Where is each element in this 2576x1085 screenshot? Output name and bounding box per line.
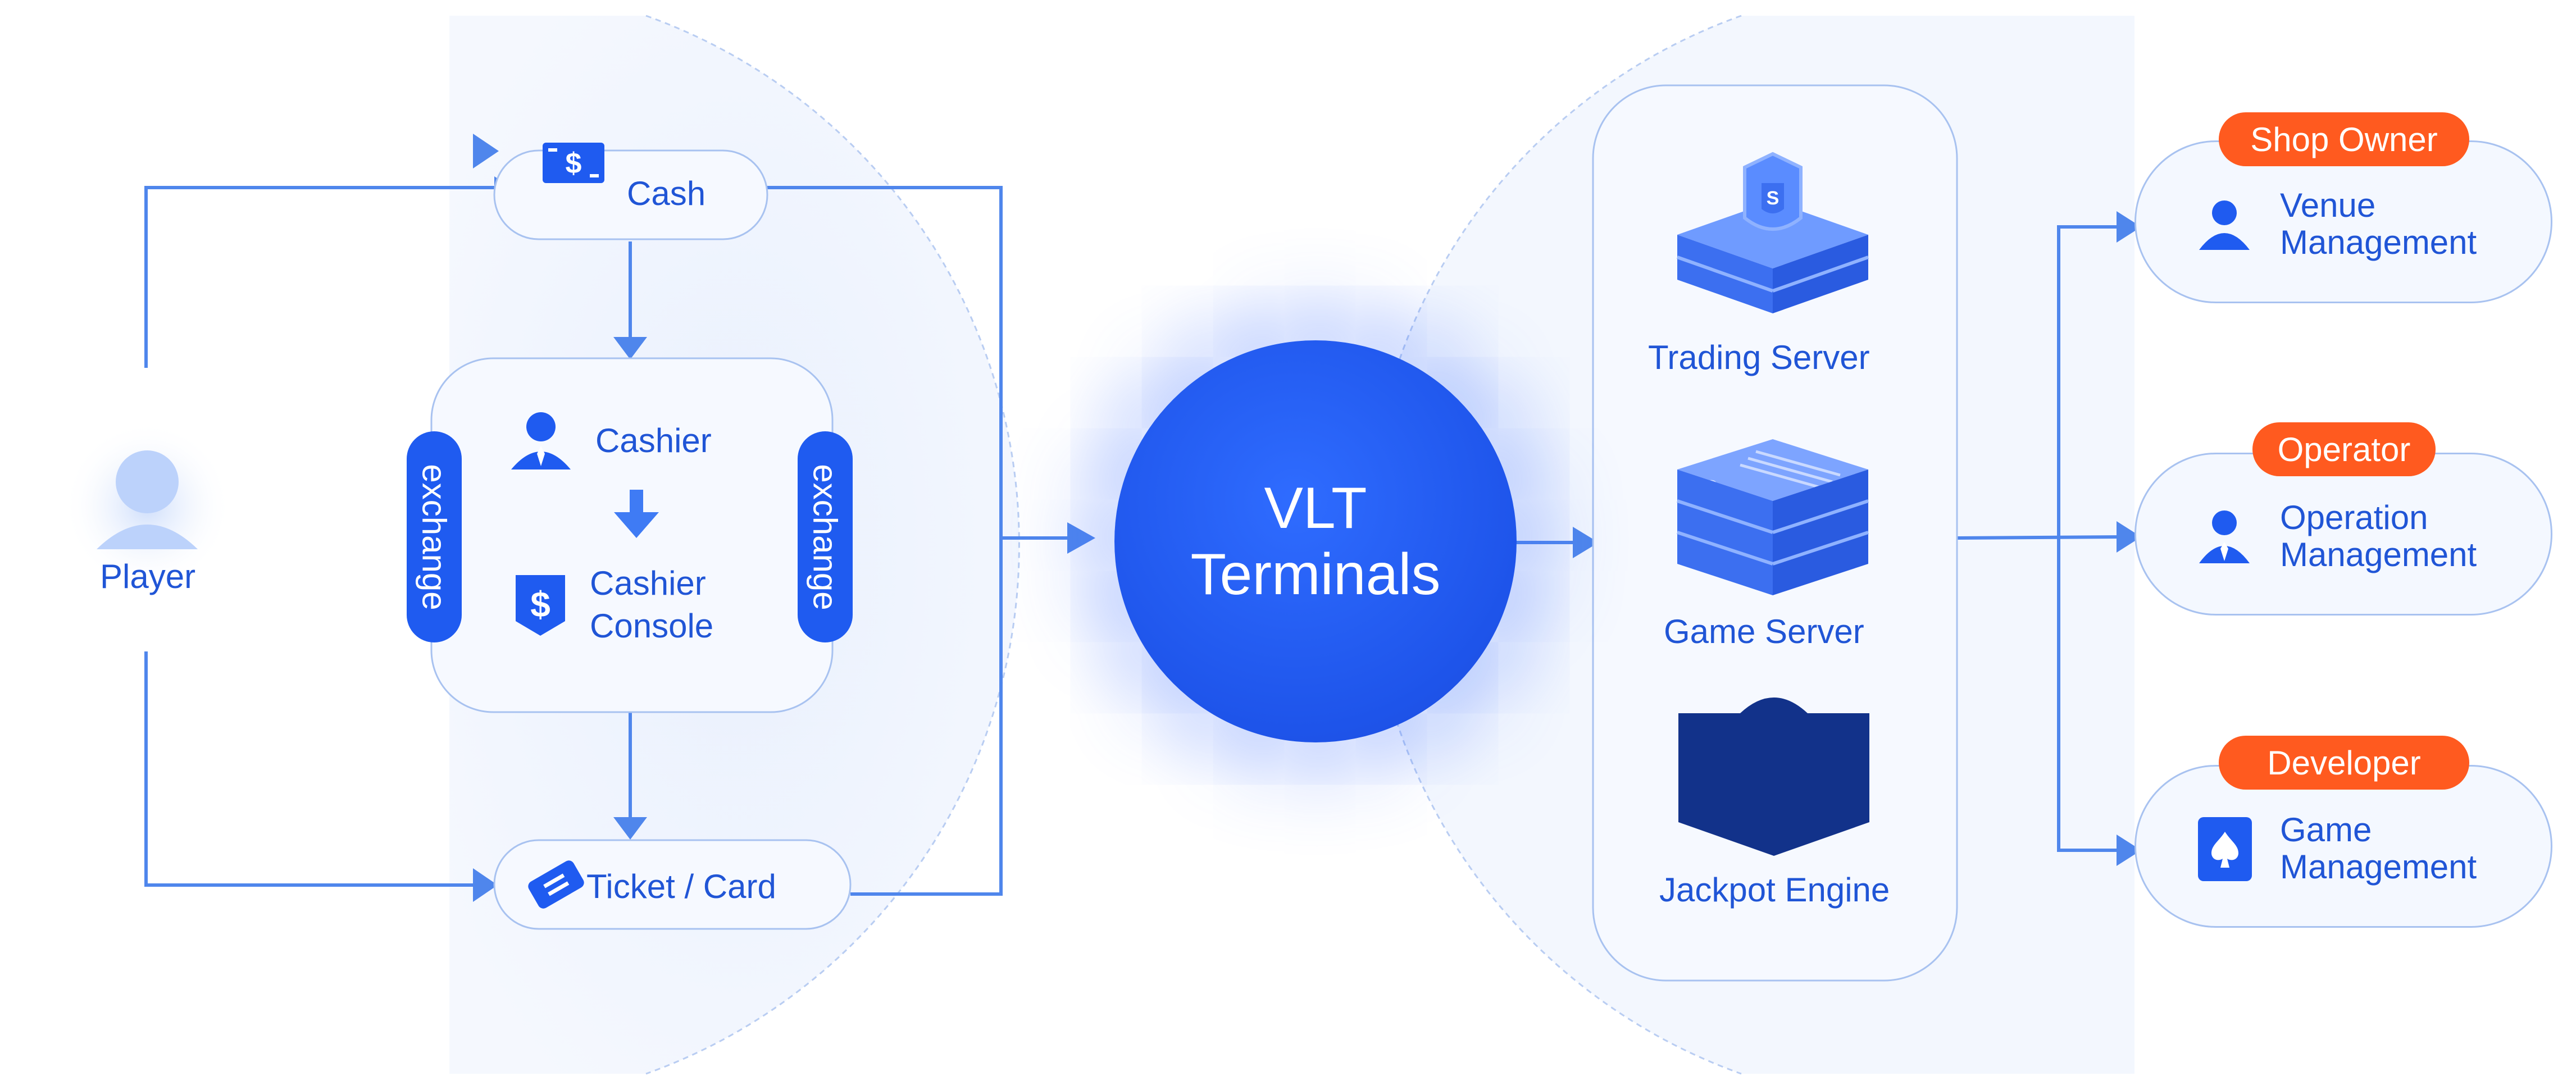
exchange-right-label: exchange	[806, 463, 844, 610]
vlt-terminals-node: VLT Terminals	[1114, 340, 1517, 742]
operator-badge: Operator	[2252, 422, 2436, 476]
play-arrow	[473, 134, 499, 168]
game-server-icon: G	[1677, 439, 1869, 595]
svg-text:S: S	[1767, 188, 1779, 209]
jackpot-engine-label: Jackpot Engine	[1659, 871, 1890, 909]
shop-owner-badge: Shop Owner	[2219, 112, 2469, 166]
game-management-node: Game Management	[2134, 765, 2552, 928]
cashier-icon	[511, 412, 571, 469]
arrow-down-icon	[614, 490, 659, 538]
game-management-line1: Game	[2280, 811, 2372, 849]
venue-management-line2: Management	[2280, 224, 2477, 261]
venue-management-node: Venue Management	[2134, 140, 2552, 303]
manager-icon	[2199, 510, 2250, 563]
exchange-left-tab: exchange	[407, 431, 462, 642]
spade-card-icon	[2198, 817, 2252, 881]
vlt-line2: Terminals	[1190, 542, 1441, 607]
ticket-card-label: Ticket / Card	[586, 868, 776, 905]
cashier-label: Cashier	[595, 422, 712, 459]
dollar-bill-icon: $	[543, 143, 604, 183]
developer-badge: Developer	[2219, 736, 2469, 790]
exchange-left-label: exchange	[415, 463, 453, 610]
trading-server-label: Trading Server	[1648, 339, 1870, 376]
jackpot-engine-icon	[1678, 698, 1869, 856]
operation-management-line1: Operation	[2280, 499, 2428, 536]
ticket-icon	[528, 860, 584, 909]
cash-label: Cash	[627, 175, 706, 212]
user-icon	[2199, 200, 2250, 250]
svg-text:$: $	[530, 584, 550, 624]
ticket-pill-shape	[493, 839, 852, 930]
cashier-console-icon: $	[516, 575, 565, 636]
operation-management-node: Operation Management	[2134, 453, 2552, 616]
venue-management-line1: Venue	[2280, 186, 2376, 224]
svg-text:$: $	[566, 147, 582, 180]
player-label: Player	[100, 558, 196, 595]
game-management-line2: Management	[2280, 848, 2477, 886]
cashier-console-line2: Console	[590, 607, 714, 645]
vlt-line1: VLT	[1264, 476, 1367, 541]
exchange-right-tab: exchange	[798, 431, 853, 642]
operation-management-line2: Management	[2280, 536, 2477, 573]
cashier-console-line1: Cashier	[590, 564, 706, 602]
cash-node: $ Cash	[494, 143, 767, 239]
game-server-label: Game Server	[1664, 613, 1864, 650]
trading-server-icon: S	[1677, 152, 1869, 313]
